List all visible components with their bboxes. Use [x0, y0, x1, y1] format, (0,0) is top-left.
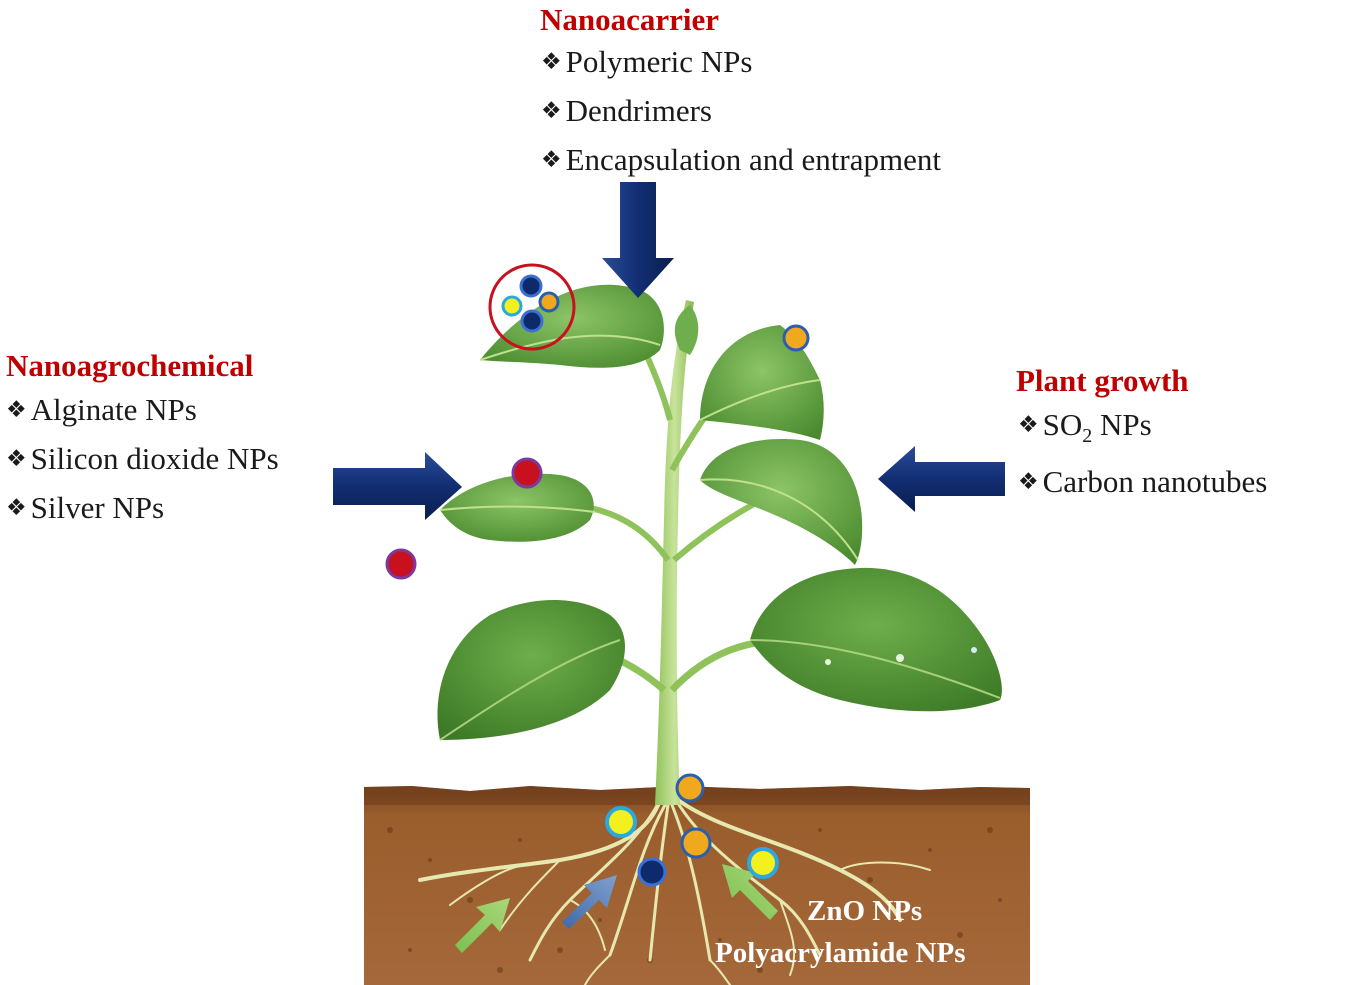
arrow-blue-root — [562, 875, 617, 929]
list-item-text: Carbon nanotubes — [1042, 464, 1268, 500]
roots-label-line2: Polyacrylamide NPs — [715, 937, 966, 969]
nanoparticle-orange — [675, 773, 705, 803]
bullet-icon: ❖ — [6, 397, 27, 423]
list-item-text: Dendrimers — [565, 93, 712, 128]
bullet-icon: ❖ — [6, 495, 27, 521]
bullet-icon: ❖ — [1018, 412, 1039, 438]
nanoagrochemical-list: ❖Alginate NPs ❖Silicon dioxide NPs ❖Silv… — [6, 387, 279, 534]
list-item-text: Alginate NPs — [30, 392, 197, 427]
leaf-mid-left — [440, 473, 594, 542]
list-item-text: Polymeric NPs — [565, 44, 753, 79]
arrow-down-nanoacarrier — [602, 182, 674, 298]
arrow-left-plant-growth — [878, 446, 1005, 512]
nanoparticle-red — [385, 548, 417, 580]
nanoacarrier-heading: Nanoacarrier — [540, 2, 720, 37]
leaf-top-bud — [674, 305, 699, 355]
list-item: ❖SO2 NPs — [1018, 402, 1267, 459]
arrow-green-right-root — [722, 864, 778, 920]
bullet-icon: ❖ — [6, 446, 27, 472]
list-item: ❖Silicon dioxide NPs — [6, 436, 279, 485]
leaf-low-right — [750, 567, 1002, 712]
leaf-low-left — [437, 600, 625, 740]
nanoparticle-navy — [637, 857, 667, 887]
list-item-suffix: NPs — [1092, 407, 1152, 442]
list-item-text: SO — [1042, 407, 1083, 442]
nanoparticle-red — [511, 457, 543, 489]
bullet-icon: ❖ — [1018, 469, 1039, 496]
list-item: ❖Dendrimers — [541, 88, 941, 137]
list-item-text: Silver NPs — [30, 490, 165, 525]
arrow-right-nanoagrochemical — [333, 452, 462, 520]
leaves — [437, 284, 1002, 741]
arrow-green-left-root — [455, 898, 510, 953]
nanoparticle-yellow — [605, 806, 637, 838]
list-item: ❖Silver NPs — [6, 485, 279, 534]
nanoparticle-cluster — [488, 263, 576, 351]
leaf-top-right — [700, 325, 824, 440]
nanoagrochemical-heading: Nanoagrochemical — [6, 348, 254, 383]
list-item-text: Encapsulation and entrapment — [565, 142, 941, 177]
subscript: 2 — [1082, 425, 1093, 448]
plant-growth-heading: Plant growth — [1016, 363, 1189, 398]
list-item: ❖Encapsulation and entrapment — [541, 137, 941, 186]
bullet-icon: ❖ — [541, 49, 562, 75]
nanoparticle-orange — [782, 324, 810, 352]
roots — [418, 798, 931, 985]
list-item: ❖Carbon nanotubes — [1018, 459, 1267, 508]
nanoacarrier-list: ❖Polymeric NPs ❖Dendrimers ❖Encapsulatio… — [541, 39, 941, 186]
list-item: ❖Alginate NPs — [6, 387, 279, 436]
nanoparticle-yellow — [747, 847, 779, 879]
roots-label-line1: ZnO NPs — [807, 895, 923, 927]
list-item: ❖Polymeric NPs — [541, 39, 941, 88]
roots-label: ZnO NPs Polyacrylamide NPs — [715, 890, 1031, 974]
bullet-icon: ❖ — [541, 147, 562, 173]
bullet-icon: ❖ — [541, 98, 562, 124]
plant-growth-list: ❖SO2 NPs ❖Carbon nanotubes — [1018, 402, 1267, 508]
list-item-text: Silicon dioxide NPs — [30, 441, 279, 476]
nanoparticle-orange — [680, 827, 712, 859]
leaf-mid-right — [700, 439, 863, 565]
